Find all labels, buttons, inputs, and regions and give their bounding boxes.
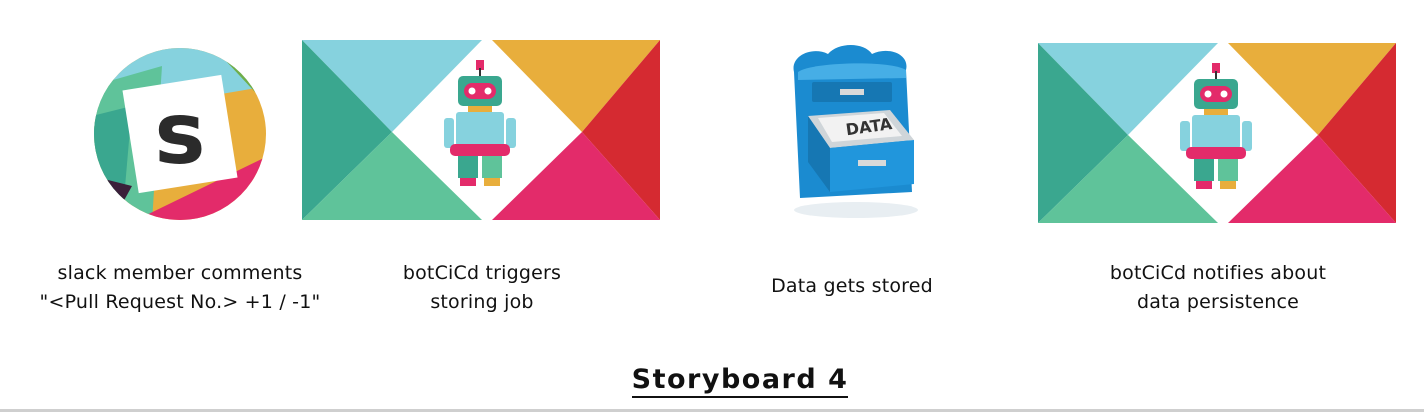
data-cabinet-icon: DATA <box>793 45 918 218</box>
panel-bot-trigger <box>302 40 660 220</box>
storyboard-title-text: Storyboard 4 <box>631 364 849 398</box>
bottom-divider <box>0 409 1424 412</box>
caption-line: data persistence <box>1137 291 1299 313</box>
caption-line: "<Pull Request No.> +1 / -1" <box>39 291 321 313</box>
caption-line: botCiCd triggers <box>402 262 562 284</box>
caption-line: botCiCd notifies about <box>1109 262 1327 284</box>
panel-data-stored: DATA <box>772 42 938 222</box>
caption-bot-notify: botCiCd notifies about data persistence <box>1068 259 1368 317</box>
caption-bot-trigger: botCiCd triggers storing job <box>362 259 602 317</box>
panel-bot-notify <box>1038 43 1396 223</box>
caption-data-stored: Data gets stored <box>732 272 972 301</box>
caption-slack-comment: slack member comments "<Pull Request No.… <box>20 259 340 317</box>
caption-line: slack member comments <box>57 262 303 284</box>
storyboard-title: Storyboard 4 <box>0 364 1424 398</box>
botcicd-robot-icon <box>1038 43 1396 223</box>
svg-text:s: s <box>154 84 205 184</box>
botcicd-robot-icon <box>302 40 660 220</box>
caption-line: Data gets stored <box>771 275 933 297</box>
slack-logo-icon: s <box>94 48 266 220</box>
panel-slack-comment: s <box>92 46 268 222</box>
caption-line: storing job <box>430 291 534 313</box>
